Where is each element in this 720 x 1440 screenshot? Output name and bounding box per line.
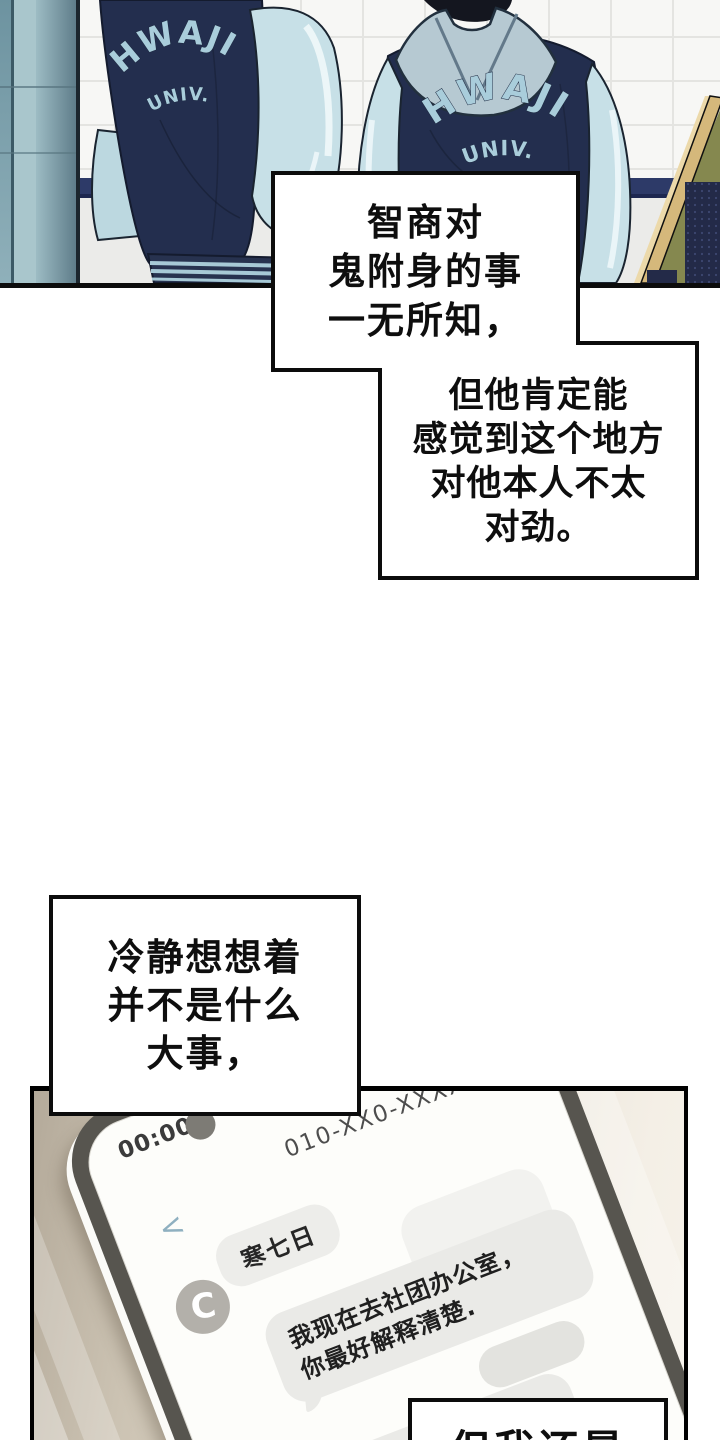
stairs-props <box>634 95 720 283</box>
contact-name-bubble: 寒七日 <box>209 1198 347 1293</box>
narration-text-1: 智商对 鬼附身的事 一无所知， <box>273 175 578 368</box>
door-frame <box>0 0 80 283</box>
narration-1-line-3: 一无所知， <box>328 299 523 342</box>
narration-2-line-1: 但他肯定能 <box>448 376 629 416</box>
narration-box-3: 冷静想想着 并不是什么 大事， <box>49 895 361 1116</box>
wood-beam <box>640 95 720 283</box>
narration-2-line-2: 感觉到这个地方 <box>412 420 665 460</box>
bottom-panel-phone: 00:00 010-XX0-XXXX < 寒七日 C 我现在去社团办公室， 你最… <box>30 1086 688 1440</box>
smartphone: 00:00 010-XX0-XXXX < 寒七日 C 我现在去社团办公室， 你最… <box>55 1091 684 1440</box>
person-left: HWAJI UNIV. <box>91 0 343 283</box>
narration-3-line-3: 大事， <box>146 1031 264 1075</box>
narration-box-stepped <box>271 171 699 580</box>
narration-2-line-4: 对劲。 <box>484 508 593 548</box>
narration-1-line-1: 智商对 <box>367 201 484 244</box>
person-right-hair <box>424 0 512 22</box>
narration-text-2: 但他肯定能 感觉到这个地方 对他本人不太 对劲。 <box>382 348 695 576</box>
avatar-glyph-icon: C <box>187 1285 219 1329</box>
narration-3-line-2: 并不是什么 <box>107 983 303 1027</box>
narration-1-line-2: 鬼附身的事 <box>328 250 523 293</box>
narration-2-line-3: 对他本人不太 <box>430 464 647 504</box>
contact-avatar: C <box>168 1271 238 1342</box>
status-bar-time: 00:00 <box>114 1112 197 1165</box>
narration-box-4: 但我还是 <box>408 1398 668 1440</box>
narration-3-line-1: 冷静想想着 <box>107 935 303 979</box>
person-left-jacket-hem <box>146 252 299 283</box>
back-chevron-icon: < <box>153 1206 190 1249</box>
narration-4-text: 但我还是 <box>450 1416 626 1440</box>
person-right-hood <box>394 6 558 117</box>
navy-prop-small <box>647 270 677 283</box>
